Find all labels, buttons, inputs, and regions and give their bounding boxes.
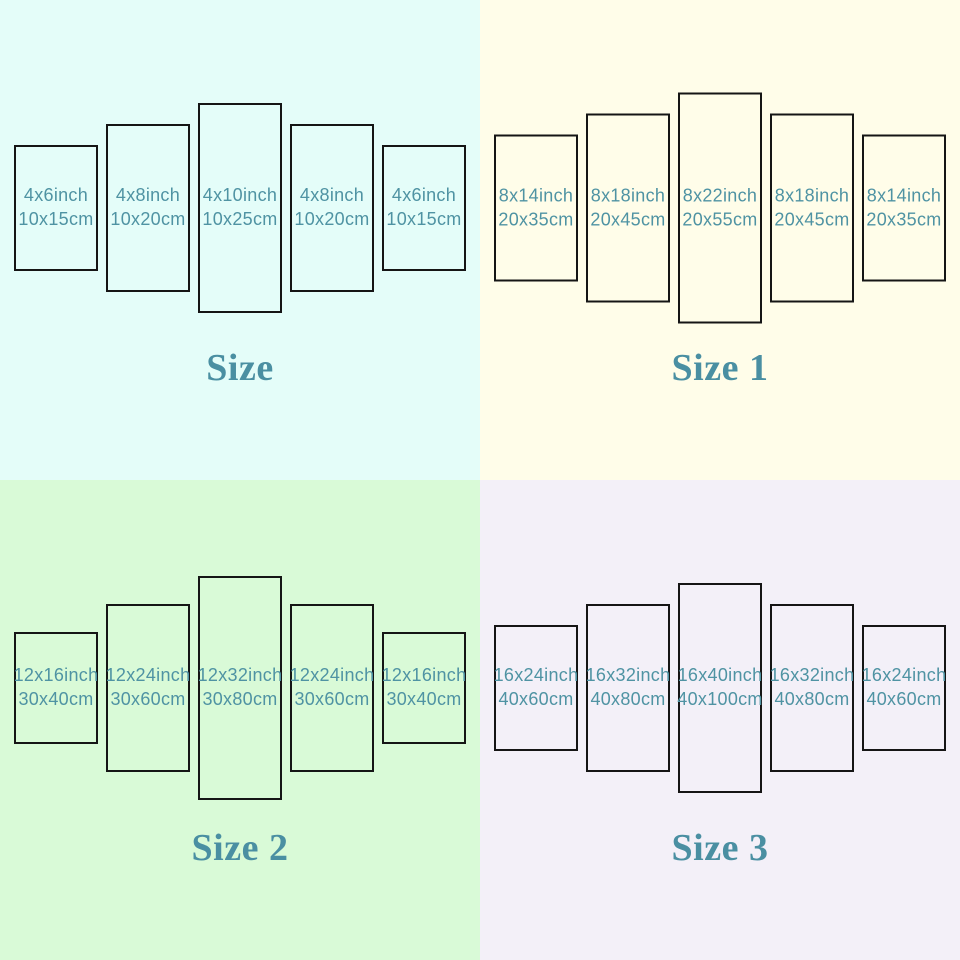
canvas-panel: 12x24inch 30x60cm <box>106 604 190 772</box>
quadrant-size-2: 12x16inch 30x40cm 12x24inch 30x60cm 12x3… <box>0 480 480 960</box>
quadrant-size-1: 8x14inch 20x35cm 8x18inch 20x45cm 8x22in… <box>480 0 960 480</box>
panel-size-cm: 40x80cm <box>774 689 850 709</box>
canvas-panel: 4x6inch 10x15cm <box>14 145 98 271</box>
panel-label: 4x8inch 10x20cm <box>110 184 185 232</box>
panel-size-inch: 4x8inch <box>115 185 181 206</box>
panel-row: 12x16inch 30x40cm 12x24inch 30x60cm 12x3… <box>14 576 466 800</box>
canvas-panel: 12x16inch 30x40cm <box>382 632 466 744</box>
panel-size-inch: 4x8inch <box>299 185 365 206</box>
panel-size-inch: 4x6inch <box>23 185 89 206</box>
panel-label: 4x10inch 10x25cm <box>202 184 277 232</box>
panel-size-inch: 4x10inch <box>202 185 278 206</box>
panel-label: 12x32inch 30x80cm <box>198 664 283 712</box>
panel-size-inch: 8x14inch <box>498 185 574 206</box>
panel-size-inch: 16x40inch <box>677 665 763 686</box>
panel-size-inch: 8x14inch <box>866 185 942 206</box>
canvas-panel: 8x14inch 20x35cm <box>494 134 578 282</box>
panel-label: 16x32inch 40x80cm <box>586 664 671 712</box>
panel-label: 8x22inch 20x55cm <box>682 184 757 232</box>
panel-size-cm: 30x80cm <box>202 689 278 709</box>
panel-label: 16x24inch 40x60cm <box>862 664 947 712</box>
panel-size-inch: 16x32inch <box>769 665 855 686</box>
canvas-panel: 4x8inch 10x20cm <box>290 124 374 292</box>
panel-size-inch: 12x32inch <box>197 665 283 686</box>
panel-label: 8x14inch 20x35cm <box>498 184 573 232</box>
canvas-panel: 4x6inch 10x15cm <box>382 145 466 271</box>
canvas-panel: 16x40inch 40x100cm <box>677 583 762 793</box>
panel-label: 4x6inch 10x15cm <box>386 184 461 232</box>
panel-size-cm: 40x60cm <box>866 689 942 709</box>
panel-size-inch: 8x18inch <box>774 185 850 206</box>
panel-label: 12x24inch 30x60cm <box>106 664 191 712</box>
size-group-title: Size <box>206 347 274 389</box>
canvas-panel: 16x24inch 40x60cm <box>862 625 946 751</box>
panel-label: 8x14inch 20x35cm <box>866 184 941 232</box>
panel-size-inch: 12x16inch <box>13 665 99 686</box>
panel-size-cm: 20x45cm <box>590 209 666 229</box>
canvas-panel: 8x18inch 20x45cm <box>770 113 854 303</box>
panel-size-cm: 30x60cm <box>110 689 186 709</box>
panel-size-cm: 20x45cm <box>774 209 850 229</box>
panel-label: 12x16inch 30x40cm <box>14 664 99 712</box>
canvas-panel: 16x24inch 40x60cm <box>494 625 578 751</box>
panel-size-cm: 10x15cm <box>386 209 462 229</box>
quadrant-size-3: 16x24inch 40x60cm 16x32inch 40x80cm 16x4… <box>480 480 960 960</box>
panel-size-inch: 4x6inch <box>391 185 457 206</box>
panel-size-cm: 20x35cm <box>866 209 942 229</box>
panel-size-inch: 12x24inch <box>105 665 191 686</box>
panel-size-cm: 40x60cm <box>498 689 574 709</box>
panel-row: 16x24inch 40x60cm 16x32inch 40x80cm 16x4… <box>494 583 946 793</box>
panel-size-cm: 30x40cm <box>386 689 462 709</box>
panel-size-cm: 30x40cm <box>18 689 94 709</box>
panel-row: 8x14inch 20x35cm 8x18inch 20x45cm 8x22in… <box>494 92 946 324</box>
panel-label: 12x24inch 30x60cm <box>290 664 375 712</box>
canvas-panel: 12x32inch 30x80cm <box>198 576 282 800</box>
panel-label: 4x6inch 10x15cm <box>18 184 93 232</box>
panel-size-cm: 30x60cm <box>294 689 370 709</box>
size-group-title: Size 3 <box>671 827 769 869</box>
panel-size-inch: 8x22inch <box>682 185 758 206</box>
canvas-panel: 12x24inch 30x60cm <box>290 604 374 772</box>
panel-size-inch: 16x24inch <box>493 665 579 686</box>
panel-size-cm: 10x20cm <box>110 209 186 229</box>
size-group-title: Size 1 <box>671 347 769 389</box>
panel-label: 16x40inch 40x100cm <box>677 664 762 712</box>
panel-size-cm: 10x20cm <box>294 209 370 229</box>
panel-size-cm: 10x15cm <box>18 209 94 229</box>
panel-size-cm: 40x100cm <box>677 689 763 709</box>
canvas-panel: 16x32inch 40x80cm <box>770 604 854 772</box>
panel-size-inch: 12x24inch <box>289 665 375 686</box>
canvas-panel: 16x32inch 40x80cm <box>586 604 670 772</box>
panel-size-cm: 20x35cm <box>498 209 574 229</box>
canvas-panel: 12x16inch 30x40cm <box>14 632 98 744</box>
panel-size-inch: 8x18inch <box>590 185 666 206</box>
panel-size-inch: 16x24inch <box>861 665 947 686</box>
panel-size-inch: 12x16inch <box>381 665 467 686</box>
panel-size-cm: 10x25cm <box>202 209 278 229</box>
panel-size-inch: 16x32inch <box>585 665 671 686</box>
canvas-panel: 8x22inch 20x55cm <box>678 92 762 324</box>
canvas-panel: 4x10inch 10x25cm <box>198 103 282 313</box>
panel-label: 16x24inch 40x60cm <box>494 664 579 712</box>
panel-size-cm: 20x55cm <box>682 209 758 229</box>
panel-label: 8x18inch 20x45cm <box>774 184 849 232</box>
canvas-panel: 8x18inch 20x45cm <box>586 113 670 303</box>
panel-label: 8x18inch 20x45cm <box>590 184 665 232</box>
panel-label: 4x8inch 10x20cm <box>294 184 369 232</box>
panel-row: 4x6inch 10x15cm 4x8inch 10x20cm 4x10inch… <box>14 103 466 313</box>
size-group-title: Size 2 <box>191 827 289 869</box>
panel-label: 12x16inch 30x40cm <box>382 664 467 712</box>
quadrant-size: 4x6inch 10x15cm 4x8inch 10x20cm 4x10inch… <box>0 0 480 480</box>
panel-size-cm: 40x80cm <box>590 689 666 709</box>
canvas-panel: 8x14inch 20x35cm <box>862 134 946 282</box>
canvas-panel: 4x8inch 10x20cm <box>106 124 190 292</box>
panel-label: 16x32inch 40x80cm <box>770 664 855 712</box>
